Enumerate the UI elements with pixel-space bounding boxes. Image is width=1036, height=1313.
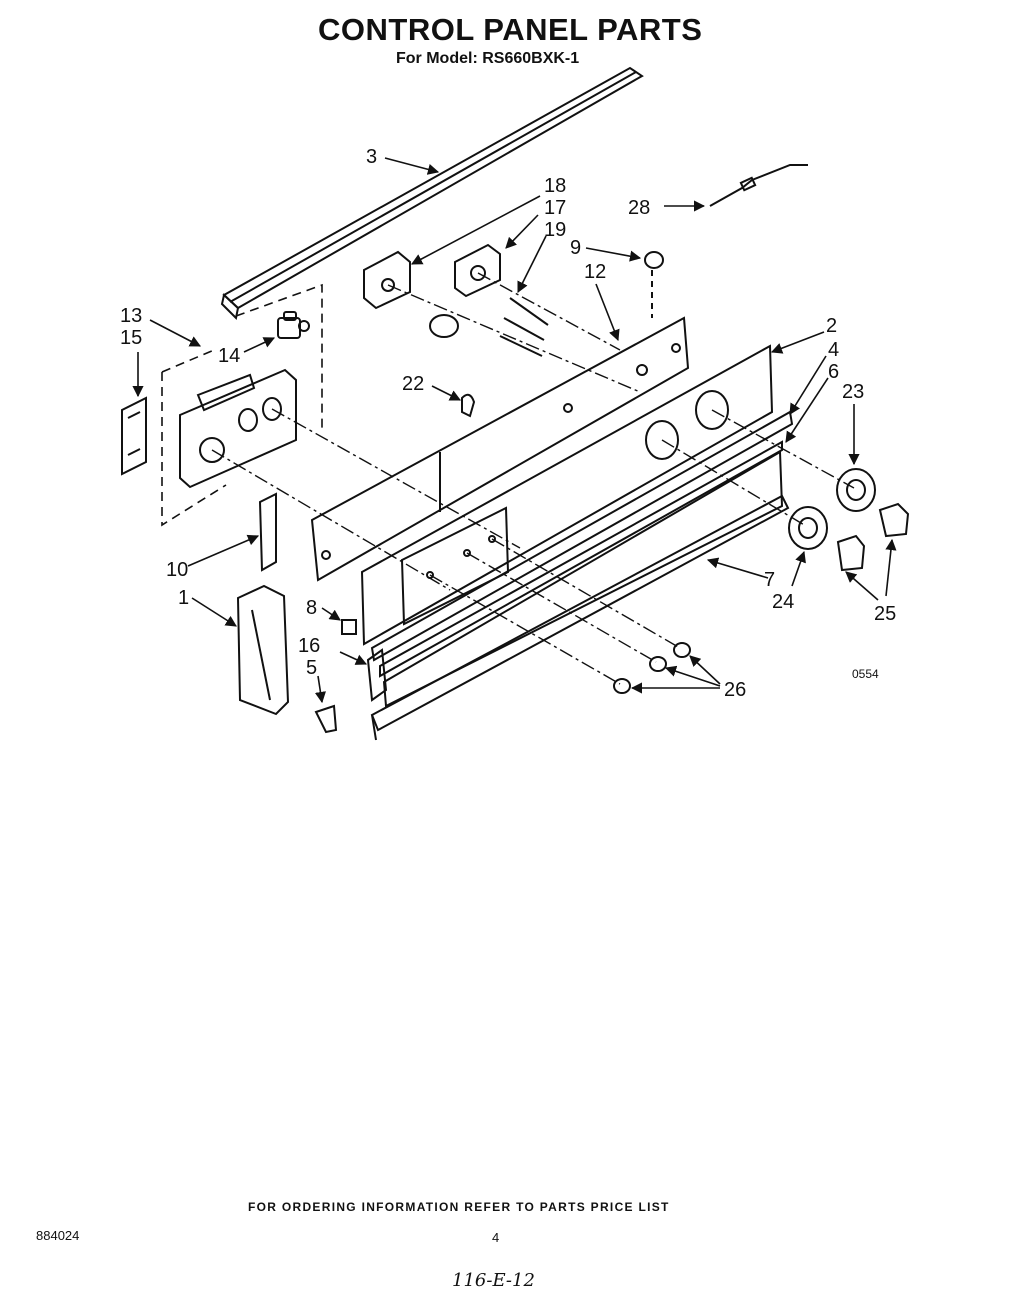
part-13-timer-housing: [179, 368, 297, 489]
part-28-cord: [709, 164, 808, 207]
ordering-note: FOR ORDERING INFORMATION REFER TO PARTS …: [248, 1200, 670, 1214]
dashed-assembly-box: [161, 283, 323, 527]
callout-15: 15: [120, 327, 142, 349]
callout-17: 17: [544, 197, 566, 219]
callout-23: 23: [842, 381, 864, 403]
part-9-knob: [644, 251, 664, 318]
part-10-clip: [258, 492, 277, 572]
callout-10: 10: [166, 559, 188, 581]
callout-2: 2: [826, 315, 837, 337]
callout-24: 24: [772, 591, 794, 613]
part-7-lower-bezel: [370, 450, 790, 741]
callout-16: 16: [298, 635, 320, 657]
part-14-switch: [277, 311, 310, 339]
part-1-side-bracket: [236, 584, 290, 716]
callout-18: 18: [544, 175, 566, 197]
part-5-end-cap: [314, 704, 338, 734]
callout-28: 28: [628, 197, 650, 219]
callout-25: 25: [874, 603, 896, 625]
page-title: CONTROL PANEL PARTS: [318, 12, 703, 47]
part-24-bezel: [788, 506, 828, 550]
callout-26: 26: [724, 679, 746, 701]
part-18-switch: [363, 250, 411, 310]
callout-1: 1: [178, 587, 189, 609]
callout-9: 9: [570, 237, 581, 259]
callout-13: 13: [120, 305, 142, 327]
part-26-stems: [613, 642, 691, 694]
part-25-knobs: [836, 502, 910, 572]
callout-5: 5: [306, 657, 317, 679]
part-17-switch: [454, 243, 501, 298]
part-8-block: [341, 619, 357, 635]
document-number: 884024: [36, 1228, 80, 1243]
part-15-bracket: [121, 396, 147, 476]
callout-14: 14: [218, 345, 240, 367]
callout-leaders: [132, 157, 897, 704]
callout-22: 22: [402, 373, 424, 395]
part-19-ring-and-wires: [429, 297, 549, 357]
part-22-clip: [461, 393, 476, 418]
callout-8: 8: [306, 597, 317, 619]
callout-19: 19: [544, 219, 566, 241]
callout-12: 12: [584, 261, 606, 283]
figure-code: 0554: [852, 667, 879, 681]
part-12-rear-panel: [310, 316, 690, 582]
part-16-end-strip: [366, 648, 388, 702]
callout-labels: 1 2 3 4 5 6 7 8 9 10 12 13 14 15 16 17 1…: [120, 146, 896, 701]
part-6-trim: [379, 440, 783, 678]
callout-7: 7: [764, 569, 775, 591]
alignment-lines: [211, 272, 855, 685]
part-23-bezel: [836, 468, 876, 512]
callout-4: 4: [828, 339, 839, 361]
callout-6: 6: [828, 361, 839, 383]
part-3-top-trim: [220, 66, 644, 321]
callout-3: 3: [366, 146, 377, 168]
handwritten-reference: 116-E-12: [452, 1270, 535, 1291]
page-number: 4: [492, 1230, 500, 1245]
model-subtitle: For Model: RS660BXK-1: [396, 50, 580, 67]
